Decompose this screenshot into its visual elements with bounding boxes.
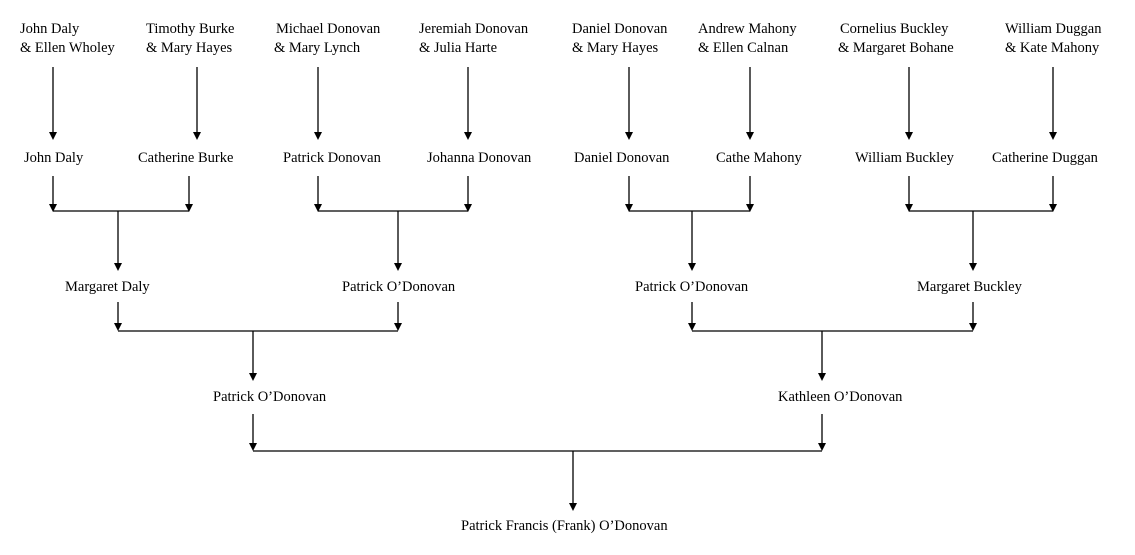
g1-couple-4-line2: & Julia Harte [419, 40, 497, 56]
arrow-g1-g2-8-arrowhead [1049, 132, 1057, 140]
g1-couple-5-line1: Daniel Donovan [572, 21, 668, 37]
arrow-g2-pair3-left-arrowhead [625, 204, 633, 212]
g1-couple-6-line1: Andrew Mahony [698, 21, 797, 37]
g1-couple-3-line2: & Mary Lynch [274, 40, 361, 56]
arrow-g2-pair1-right-arrowhead [185, 204, 193, 212]
g2-person-2: Catherine Burke [138, 150, 233, 166]
g3-person-3: Patrick O’Donovan [635, 279, 749, 295]
arrow-g1-g2-7-arrowhead [905, 132, 913, 140]
g1-couple-4-line1: Jeremiah Donovan [419, 21, 529, 37]
arrow-g1-g2-1-arrowhead [49, 132, 57, 140]
arrow-g4-pair-right-arrowhead [818, 443, 826, 451]
g2-person-6: Cathe Mahony [716, 150, 803, 166]
arrow-g2-g3-2-arrowhead [394, 263, 402, 271]
g2-person-1: John Daly [24, 150, 84, 166]
arrow-g2-pair3-right-arrowhead [746, 204, 754, 212]
arrow-g2-pair2-left-arrowhead [314, 204, 322, 212]
arrow-g3-pair2-right-arrowhead [969, 323, 977, 331]
arrow-g3-pair1-right-arrowhead [394, 323, 402, 331]
g4-person-1: Patrick O’Donovan [213, 389, 327, 405]
arrow-g3-pair1-left-arrowhead [114, 323, 122, 331]
g4-person-2: Kathleen O’Donovan [778, 389, 903, 405]
g1-couple-2-line1: Timothy Burke [146, 21, 235, 37]
arrow-g4-g5-arrowhead [569, 503, 577, 511]
g1-couple-6-line2: & Ellen Calnan [698, 40, 789, 56]
g5-person-1: Patrick Francis (Frank) O’Donovan [461, 518, 668, 534]
g1-couple-8-line2: & Kate Mahony [1005, 40, 1100, 56]
arrow-g2-pair2-right-arrowhead [464, 204, 472, 212]
arrow-g2-pair4-left-arrowhead [905, 204, 913, 212]
g1-couple-8-line1: William Duggan [1005, 21, 1102, 37]
g1-couple-5-line2: & Mary Hayes [572, 40, 659, 56]
g2-person-8: Catherine Duggan [992, 150, 1099, 166]
g3-person-2: Patrick O’Donovan [342, 279, 456, 295]
tree-connectors [49, 67, 1057, 511]
g1-couple-3-line1: Michael Donovan [276, 21, 381, 37]
arrow-g1-g2-2-arrowhead [193, 132, 201, 140]
arrow-g2-g3-4-arrowhead [969, 263, 977, 271]
g1-couple-7-line2: & Margaret Bohane [838, 40, 954, 56]
tree-labels: John Daly & Ellen Wholey Timothy Burke &… [20, 21, 1102, 534]
g1-couple-1-line2: & Ellen Wholey [20, 40, 116, 56]
arrow-g1-g2-4-arrowhead [464, 132, 472, 140]
arrow-g2-pair1-left-arrowhead [49, 204, 57, 212]
g1-couple-7-line1: Cornelius Buckley [840, 21, 949, 37]
arrow-g2-pair4-right-arrowhead [1049, 204, 1057, 212]
arrow-g1-g2-3-arrowhead [314, 132, 322, 140]
arrow-g2-g3-1-arrowhead [114, 263, 122, 271]
g1-couple-1-line1: John Daly [20, 21, 80, 37]
g2-person-3: Patrick Donovan [283, 150, 382, 166]
arrow-g3-g4-1-arrowhead [249, 373, 257, 381]
g2-person-5: Daniel Donovan [574, 150, 670, 166]
g3-person-1: Margaret Daly [65, 279, 150, 295]
arrow-g3-pair2-left-arrowhead [688, 323, 696, 331]
g2-person-7: William Buckley [855, 150, 955, 166]
g1-couple-2-line2: & Mary Hayes [146, 40, 233, 56]
arrow-g4-pair-left-arrowhead [249, 443, 257, 451]
g3-person-4: Margaret Buckley [917, 279, 1023, 295]
g2-person-4: Johanna Donovan [427, 150, 532, 166]
arrow-g2-g3-3-arrowhead [688, 263, 696, 271]
arrow-g1-g2-5-arrowhead [625, 132, 633, 140]
arrow-g1-g2-6-arrowhead [746, 132, 754, 140]
arrow-g3-g4-2-arrowhead [818, 373, 826, 381]
